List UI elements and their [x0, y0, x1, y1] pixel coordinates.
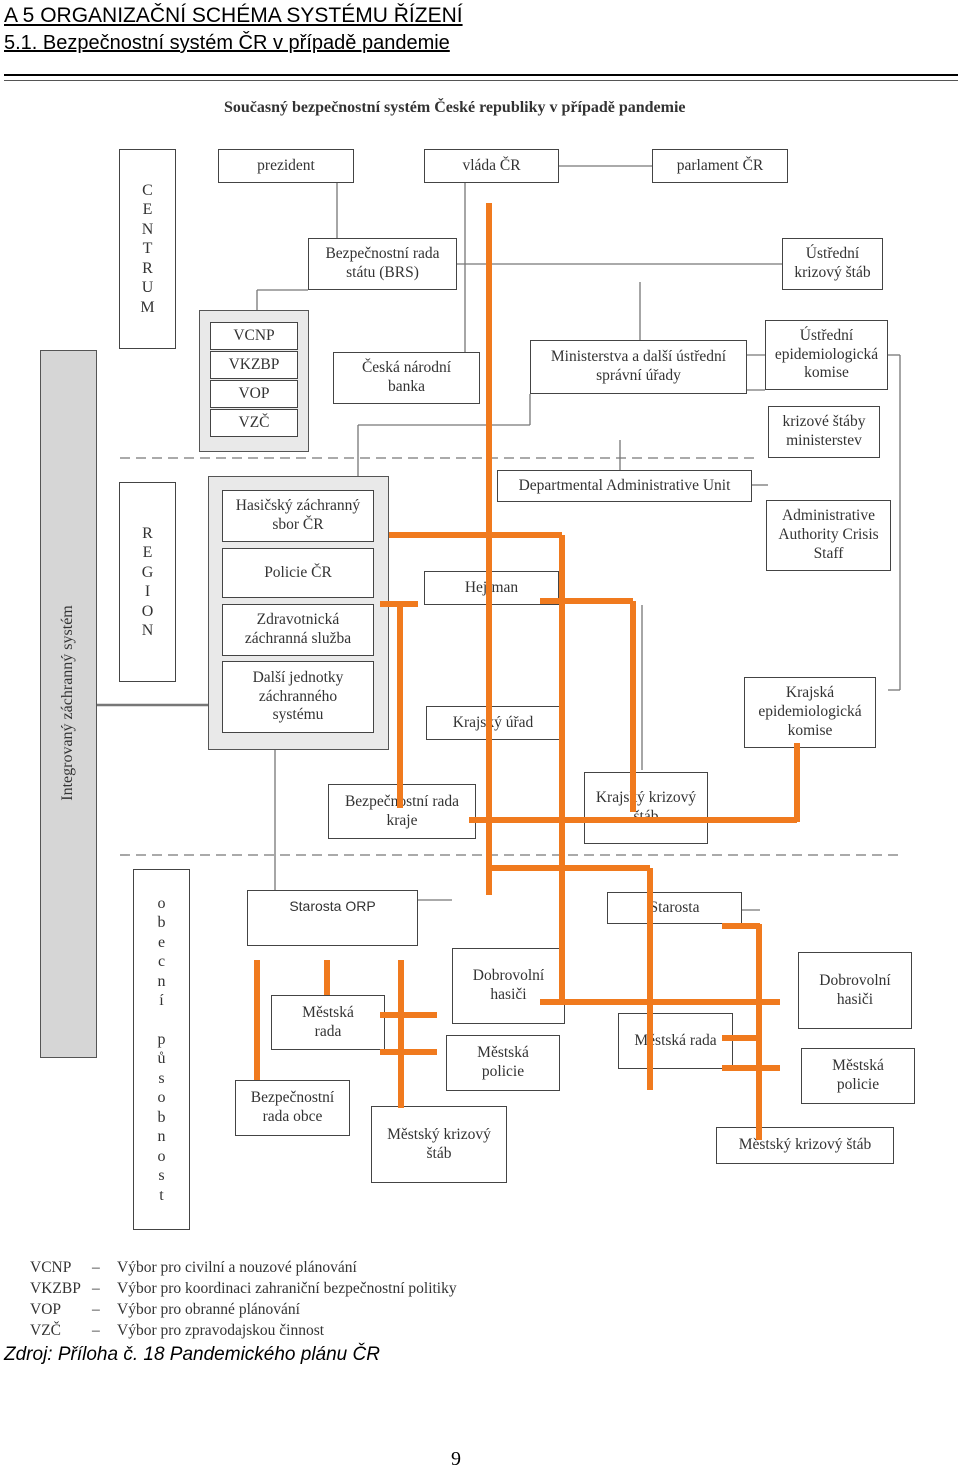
box-mestsky-krizovy-stab: Městský krizový štáb: [716, 1127, 894, 1164]
legend-row: VCNP–Výbor pro civilní a nouzové plánová…: [30, 1259, 357, 1276]
box-ustredni-epidemiologicka-komise: Ústřední epidemiologická komise: [765, 320, 888, 390]
box-parlament: parlament ČR: [652, 149, 788, 183]
box-krizove-staby-ministerstev: krizové štáby ministerstev: [768, 406, 880, 458]
box-mestska-rada: Městská rada: [618, 1013, 733, 1069]
box-policie-cr: Policie ČR: [222, 548, 374, 598]
subsection-heading: 5.1. Bezpečnostní systém ČR v případě pa…: [4, 32, 450, 54]
box-departmental-administrative-unit: Departmental Administrative Unit: [497, 470, 752, 502]
heading-rule-thin: [4, 80, 958, 81]
box-ustredni-krizovy-stab: Ústřední krizový štáb: [782, 238, 883, 290]
section-heading: A 5 ORGANIZAČNÍ SCHÉMA SYSTÉMU ŘÍZENÍ: [4, 4, 463, 27]
page-number: 9: [451, 1448, 461, 1470]
box-mestska-policie-orp: Městská policie: [446, 1035, 560, 1091]
box-dobrovolni-hasici-orp: Dobrovolní hasiči: [452, 948, 565, 1024]
box-starosta-orp: Starosta ORP: [247, 890, 418, 946]
box-dobrovolni-hasici: Dobrovolní hasiči: [798, 952, 912, 1029]
box-zdravotnicka-zachranna-sluzba: Zdravotnická záchranná služba: [222, 604, 374, 656]
diagram-title: Současný bezpečnostní systém České repub…: [224, 99, 686, 116]
box-starosta: Starosta: [607, 892, 742, 924]
box-krajska-epidemiologicka-komise: Krajská epidemiologická komise: [744, 677, 876, 748]
legend-row: VKZBP–Výbor pro koordinaci zahraniční be…: [30, 1280, 457, 1297]
source-note: Zdroj: Příloha č. 18 Pandemického plánu …: [4, 1344, 380, 1365]
box-mestsky-krizovy-stab-orp: Městský krizový štáb: [371, 1106, 507, 1183]
box-vop: VOP: [210, 380, 298, 408]
box-administrative-authority-crisis-staff: Administrative Authority Crisis Staff: [766, 500, 891, 571]
heading-rule: [4, 74, 958, 76]
box-ministerstva: Ministerstva a další ústřední správní úř…: [530, 340, 747, 394]
box-vzc: VZČ: [210, 409, 298, 437]
box-vlada: vláda ČR: [424, 149, 559, 183]
box-prezident: prezident: [218, 149, 354, 183]
box-bezpecnostni-rada-obce: Bezpečnostní rada obce: [235, 1080, 350, 1136]
box-krajsky-urad: Krajský úřad: [426, 706, 560, 740]
box-vcnp: VCNP: [210, 322, 298, 350]
box-ceska-narodni-banka: Česká národní banka: [333, 352, 480, 404]
box-hasicsky-zachranny-sbor: Hasičský záchranný sbor ČR: [222, 490, 374, 542]
legend-row: VOP–Výbor pro obranné plánování: [30, 1301, 300, 1318]
box-mestska-rada-orp: Městská rada: [271, 995, 385, 1050]
legend-row: VZČ–Výbor pro zpravodajskou činnost: [30, 1322, 325, 1339]
box-dalsi-jednotky: Další jednotky záchranného systému: [222, 661, 374, 733]
box-vkzbp: VKZBP: [210, 351, 298, 379]
integrated-rescue-system-bar: [40, 350, 97, 1058]
box-mestska-policie: Městská policie: [801, 1048, 915, 1104]
box-brs: Bezpečnostní rada státu (BRS): [308, 238, 457, 290]
